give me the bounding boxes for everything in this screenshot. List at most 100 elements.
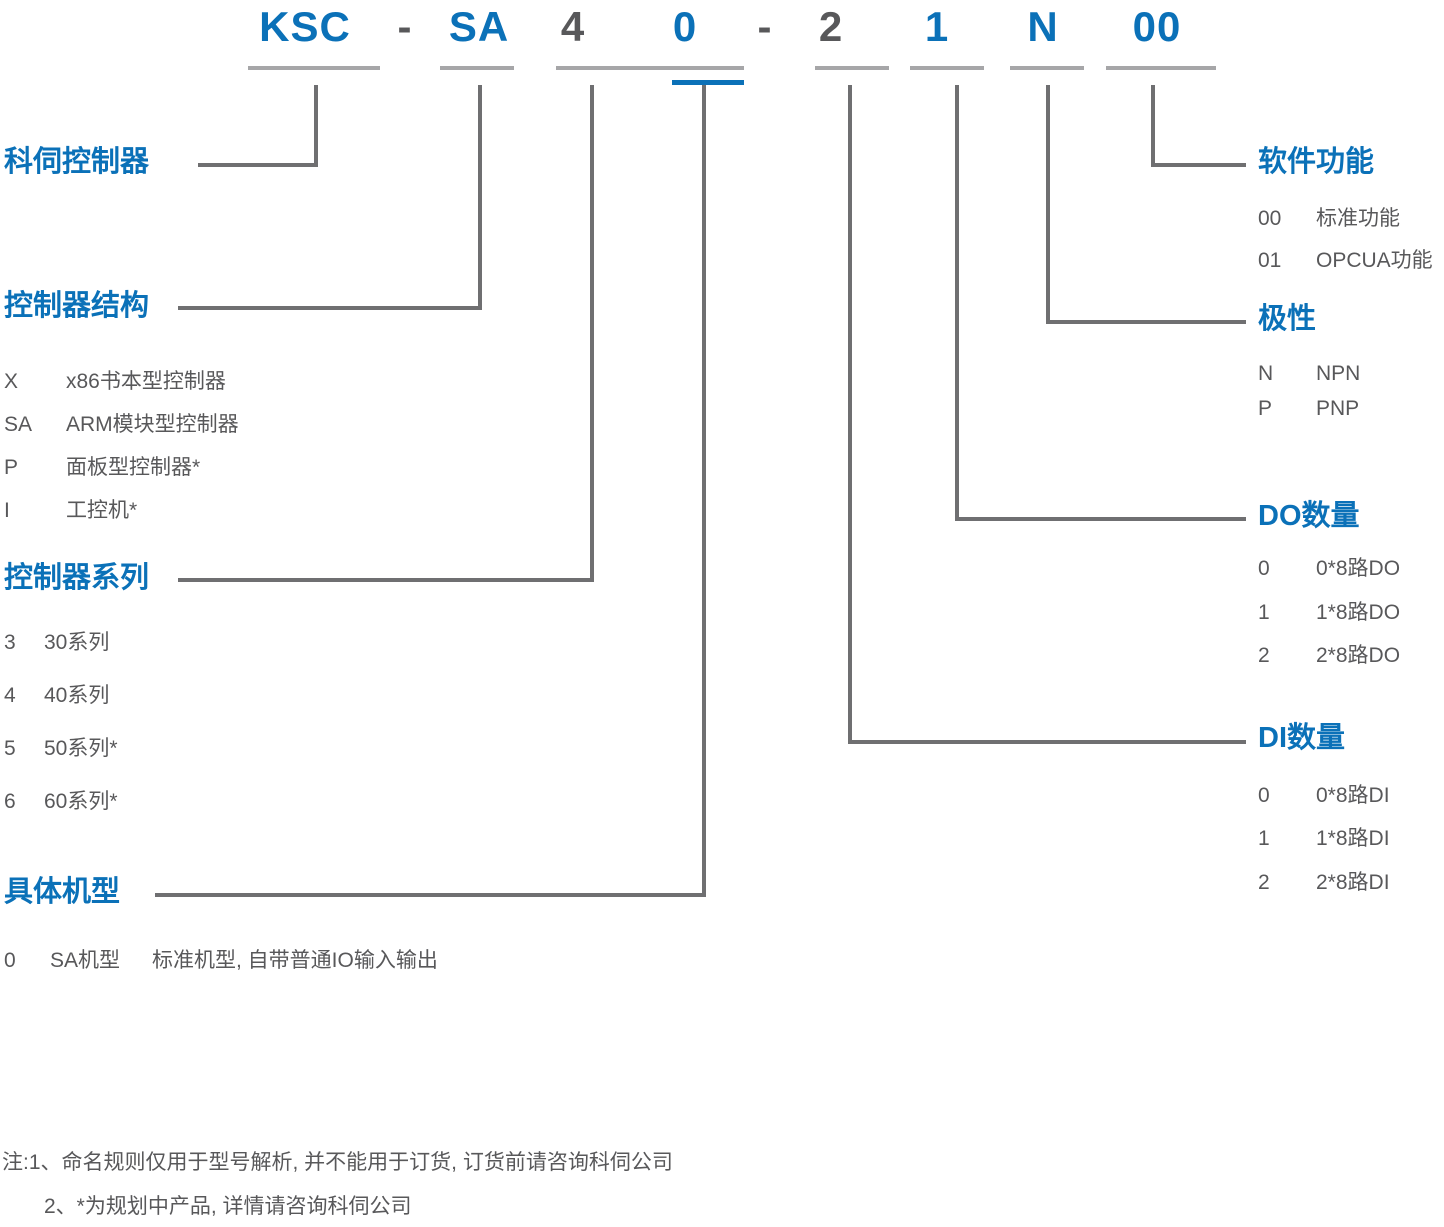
option-code: 0 bbox=[1258, 557, 1270, 580]
option-row-series-1: 4 40系列 bbox=[4, 685, 109, 706]
option-desc: 工控机* bbox=[66, 499, 138, 522]
connector-do-horizontal bbox=[955, 517, 1246, 521]
option-desc: SA机型 bbox=[50, 949, 121, 972]
option-code: SA bbox=[4, 413, 33, 436]
code-part-series: 4 bbox=[560, 3, 586, 50]
code-underline-di bbox=[815, 66, 889, 70]
option-row-do-2: 2 2*8路DO bbox=[1258, 645, 1400, 666]
option-desc: 0*8路DI bbox=[1316, 784, 1390, 807]
option-desc: 40系列 bbox=[44, 684, 110, 707]
option-row-structure-1: SA ARM模块型控制器 bbox=[4, 414, 239, 435]
code-part-brand: KSC bbox=[259, 3, 351, 50]
group-title-software: 软件功能 bbox=[1258, 146, 1375, 178]
option-desc-extra: 标准机型, 自带普通IO输入输出 bbox=[152, 949, 438, 972]
connector-di-vertical bbox=[848, 85, 852, 744]
connector-series-horizontal bbox=[178, 578, 594, 582]
connector-brand-vertical bbox=[314, 85, 318, 167]
code-underline-model-highlight bbox=[672, 80, 744, 85]
code-underline-series-model bbox=[556, 66, 744, 70]
option-row-di-0: 0 0*8路DI bbox=[1258, 785, 1390, 806]
option-row-series-2: 5 50系列* bbox=[4, 738, 118, 759]
option-desc: 1*8路DO bbox=[1316, 601, 1401, 624]
connector-polarity-horizontal bbox=[1046, 320, 1246, 324]
group-title-series: 控制器系列 bbox=[4, 562, 150, 594]
option-code: 1 bbox=[1258, 827, 1270, 850]
option-code: I bbox=[4, 499, 10, 522]
option-code: P bbox=[4, 456, 19, 479]
option-row-software-1: 01 OPCUA功能 bbox=[1258, 250, 1433, 271]
option-code: N bbox=[1258, 362, 1274, 385]
option-desc: NPN bbox=[1316, 362, 1361, 385]
option-code: 0 bbox=[1258, 784, 1270, 807]
option-code: 5 bbox=[4, 737, 16, 760]
connector-structure-vertical bbox=[478, 85, 482, 310]
connector-series-vertical bbox=[590, 85, 594, 582]
option-row-polarity-1: P PNP bbox=[1258, 398, 1359, 419]
code-part-di: 2 bbox=[818, 3, 844, 50]
group-title-model: 具体机型 bbox=[4, 876, 121, 908]
code-separator-2: - bbox=[757, 3, 773, 50]
option-code: P bbox=[1258, 397, 1273, 420]
option-row-polarity-0: N NPN bbox=[1258, 363, 1360, 384]
option-code: 0 bbox=[4, 949, 16, 972]
code-underline-do bbox=[910, 66, 984, 70]
connector-software-horizontal bbox=[1151, 163, 1246, 167]
option-desc: 1*8路DI bbox=[1316, 827, 1390, 850]
code-part-polarity: N bbox=[1027, 3, 1059, 50]
option-desc: 30系列 bbox=[44, 631, 110, 654]
group-title-di-count: DI数量 bbox=[1258, 722, 1346, 754]
code-part-software: 00 bbox=[1132, 3, 1182, 50]
group-title-do-count: DO数量 bbox=[1258, 500, 1360, 532]
option-desc: 60系列* bbox=[44, 790, 118, 813]
option-row-di-1: 1 1*8路DI bbox=[1258, 828, 1390, 849]
option-row-do-1: 1 1*8路DO bbox=[1258, 602, 1400, 623]
group-title-brand: 科伺控制器 bbox=[4, 146, 150, 178]
option-row-series-3: 6 60系列* bbox=[4, 791, 118, 812]
option-desc: x86书本型控制器 bbox=[66, 370, 226, 393]
connector-polarity-vertical bbox=[1046, 85, 1050, 324]
code-part-do: 1 bbox=[924, 3, 950, 50]
option-desc: 2*8路DI bbox=[1316, 871, 1390, 894]
code-underline-structure bbox=[440, 66, 514, 70]
footer-note-1: 注:1、命名规则仅用于型号解析, 并不能用于订货, 订货前请咨询科伺公司 bbox=[2, 1151, 673, 1174]
option-row-structure-3: I 工控机* bbox=[4, 500, 137, 521]
code-underline-software bbox=[1106, 66, 1216, 70]
option-desc: 面板型控制器* bbox=[66, 456, 201, 479]
code-separator-1: - bbox=[397, 3, 413, 50]
code-underline-brand bbox=[248, 66, 380, 70]
option-row-software-0: 00 标准功能 bbox=[1258, 208, 1400, 229]
option-desc: 标准功能 bbox=[1316, 207, 1400, 230]
option-code: 1 bbox=[1258, 601, 1270, 624]
option-row-di-2: 2 2*8路DI bbox=[1258, 872, 1390, 893]
connector-di-horizontal bbox=[848, 740, 1246, 744]
code-part-structure: SA bbox=[448, 3, 510, 50]
option-code: 4 bbox=[4, 684, 16, 707]
group-title-polarity: 极性 bbox=[1258, 303, 1317, 335]
code-part-model: 0 bbox=[672, 3, 698, 50]
option-code: X bbox=[4, 370, 19, 393]
connector-structure-horizontal bbox=[178, 306, 482, 310]
code-underline-polarity bbox=[1010, 66, 1084, 70]
option-desc: PNP bbox=[1316, 397, 1360, 420]
option-code: 2 bbox=[1258, 644, 1270, 667]
group-title-structure: 控制器结构 bbox=[4, 290, 150, 322]
option-row-series-0: 3 30系列 bbox=[4, 632, 109, 653]
option-desc: ARM模块型控制器 bbox=[66, 413, 239, 436]
option-desc: 50系列* bbox=[44, 737, 118, 760]
option-code: 3 bbox=[4, 631, 16, 654]
footer-note-2: 2、*为规划中产品, 详情请咨询科伺公司 bbox=[44, 1195, 412, 1218]
option-code: 2 bbox=[1258, 871, 1270, 894]
connector-model-vertical bbox=[702, 85, 706, 895]
connector-brand-horizontal bbox=[198, 163, 318, 167]
option-code: 00 bbox=[1258, 207, 1282, 230]
option-desc: OPCUA功能 bbox=[1316, 249, 1433, 272]
option-row-structure-2: P 面板型控制器* bbox=[4, 457, 200, 478]
connector-do-vertical bbox=[955, 85, 959, 521]
option-code: 6 bbox=[4, 790, 16, 813]
option-code: 01 bbox=[1258, 249, 1282, 272]
option-row-do-0: 0 0*8路DO bbox=[1258, 558, 1400, 579]
option-desc: 2*8路DO bbox=[1316, 644, 1401, 667]
option-desc: 0*8路DO bbox=[1316, 557, 1401, 580]
